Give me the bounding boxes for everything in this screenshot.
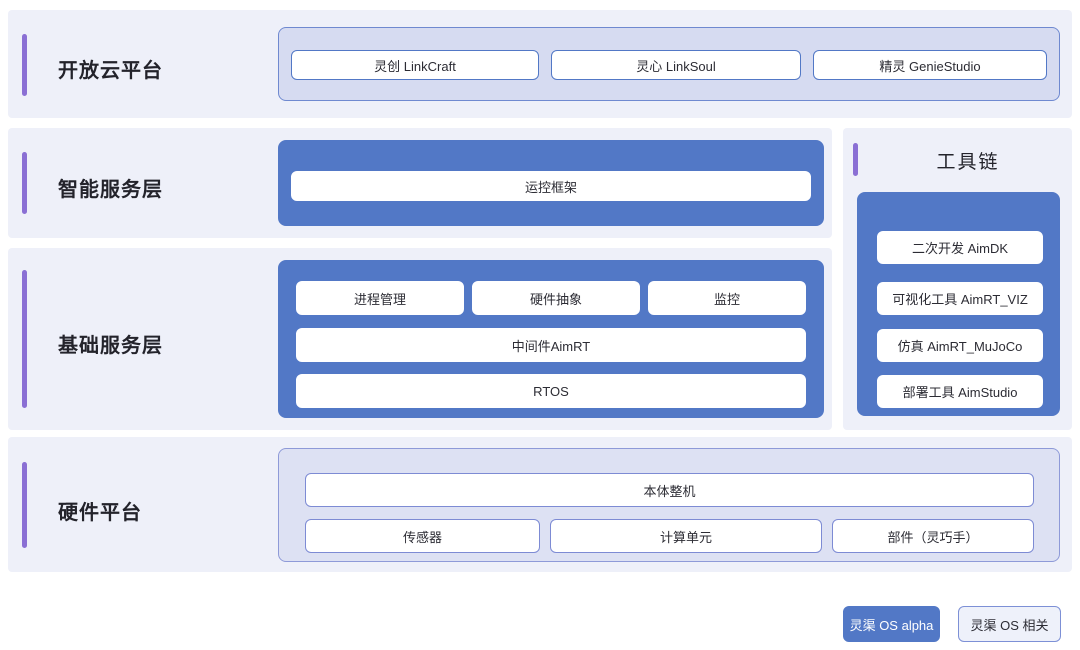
toolchain-tile-aimrt-viz[interactable]: 可视化工具 AimRT_VIZ (877, 282, 1043, 315)
cloud-tile-linkcraft[interactable]: 灵创 LinkCraft (291, 50, 539, 80)
accent-bar-base (22, 270, 27, 408)
hardware-tile-sensors[interactable]: 传感器 (305, 519, 540, 553)
service-tile-control-framework[interactable]: 运控框架 (291, 171, 811, 201)
layer-title-service: 智能服务层 (58, 179, 163, 201)
accent-bar-cloud (22, 34, 27, 96)
legend-lingqu-os-alpha[interactable]: 灵渠 OS alpha (843, 606, 940, 642)
base-tile-hardware-abstraction[interactable]: 硬件抽象 (472, 281, 640, 315)
toolchain-tile-aimstudio[interactable]: 部署工具 AimStudio (877, 375, 1043, 408)
base-tile-process-management[interactable]: 进程管理 (296, 281, 464, 315)
hardware-tile-components[interactable]: 部件（灵巧手） (832, 519, 1034, 553)
layer-title-cloud: 开放云平台 (58, 60, 163, 82)
base-tile-rtos[interactable]: RTOS (296, 374, 806, 408)
hardware-tile-main-body[interactable]: 本体整机 (305, 473, 1034, 507)
toolchain-tile-aimdk[interactable]: 二次开发 AimDK (877, 231, 1043, 264)
accent-bar-hardware (22, 462, 27, 548)
cloud-tile-linksoul[interactable]: 灵心 LinkSoul (551, 50, 801, 80)
base-tile-middleware-aimrt[interactable]: 中间件AimRT (296, 328, 806, 362)
hardware-tile-compute-unit[interactable]: 计算单元 (550, 519, 822, 553)
layer-title-hardware: 硬件平台 (58, 502, 142, 524)
toolchain-tile-aimrt-mujoco[interactable]: 仿真 AimRT_MuJoCo (877, 329, 1043, 362)
legend-lingqu-os-related[interactable]: 灵渠 OS 相关 (958, 606, 1061, 642)
accent-bar-toolchain (853, 143, 858, 176)
toolchain-title: 工具链 (936, 152, 1000, 173)
accent-bar-service (22, 152, 27, 214)
cloud-tile-geniestudio[interactable]: 精灵 GenieStudio (813, 50, 1047, 80)
layer-title-base: 基础服务层 (58, 335, 163, 357)
base-tile-monitoring[interactable]: 监控 (648, 281, 806, 315)
